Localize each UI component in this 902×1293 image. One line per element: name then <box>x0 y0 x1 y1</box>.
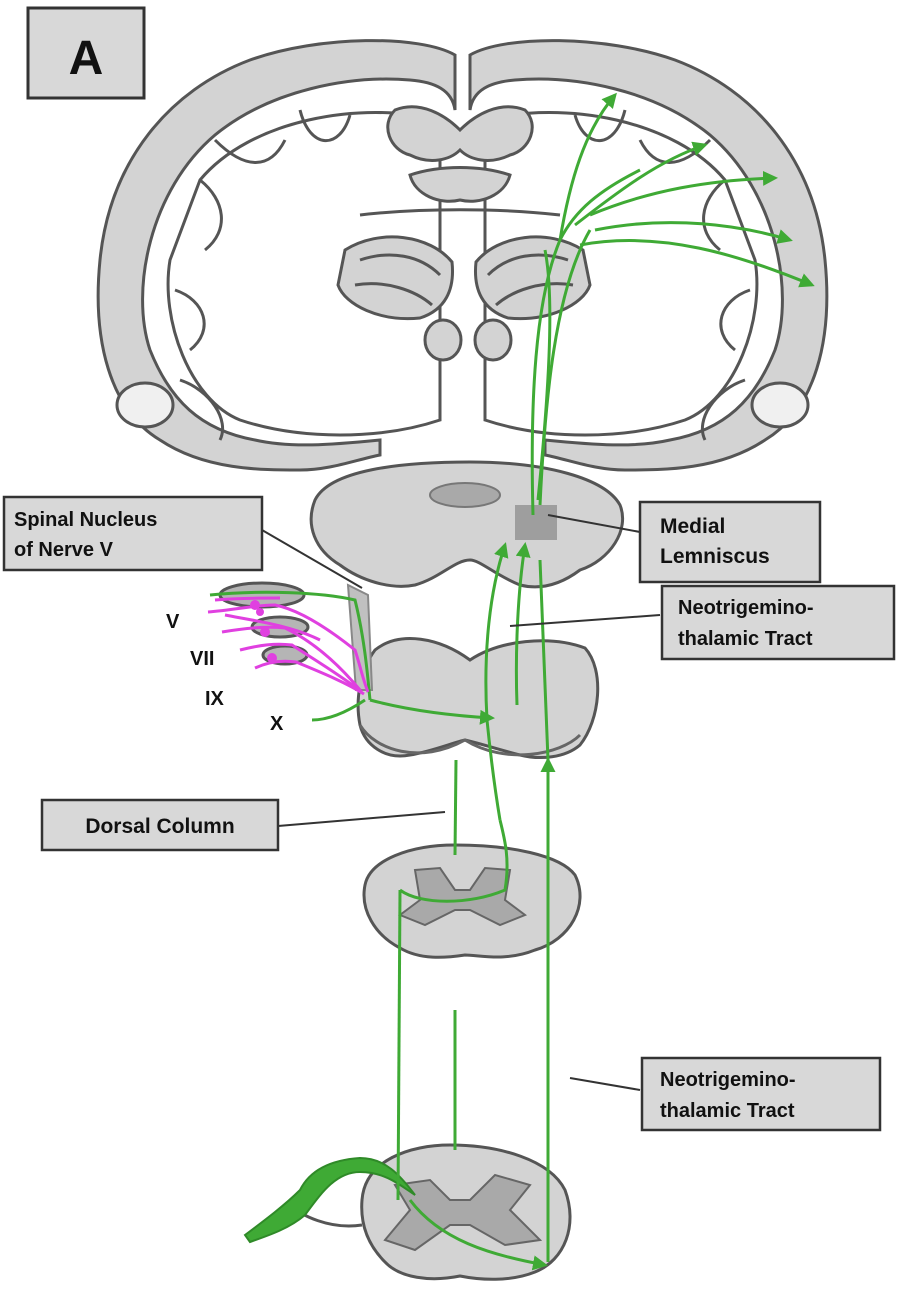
label-neotrigemino-lower-line1: Neotrigemino- <box>660 1069 796 1091</box>
label-spinal-nucleus-line1: Spinal Nucleus <box>14 509 157 531</box>
nerve-label-x: X <box>270 713 284 735</box>
tract-dorsal-left <box>398 890 400 1200</box>
label-neotrigemino-upper: Neotrigemino- thalamic Tract <box>662 586 894 659</box>
nerve-label-ix: IX <box>205 688 225 710</box>
label-neotrigemino-lower: Neotrigemino- thalamic Tract <box>642 1058 880 1130</box>
leader-lines <box>262 515 660 1090</box>
panel-label-box: A <box>28 8 144 98</box>
nerve-label-vii: VII <box>190 648 214 670</box>
label-spinal-nucleus-line2: of Nerve V <box>14 539 114 561</box>
label-medial-lemniscus: Medial Lemniscus <box>640 502 820 582</box>
label-medial-lemniscus-line2: Lemniscus <box>660 545 770 568</box>
brain-coronal-section <box>98 41 827 470</box>
panel-label: A <box>69 32 104 85</box>
label-medial-lemniscus-line1: Medial <box>660 515 725 538</box>
midbrain-section <box>311 462 622 587</box>
label-spinal-nucleus: Spinal Nucleus of Nerve V <box>4 497 262 570</box>
label-neotrigemino-lower-line2: thalamic Tract <box>660 1100 795 1122</box>
label-dorsal-column-text: Dorsal Column <box>85 815 234 838</box>
cranial-nerve-fibers <box>208 598 368 694</box>
nerve-label-v: V <box>166 611 180 633</box>
label-dorsal-column: Dorsal Column <box>42 800 278 850</box>
label-neotrigemino-upper-line2: thalamic Tract <box>678 628 813 650</box>
label-neotrigemino-upper-line1: Neotrigemino- <box>678 597 814 619</box>
